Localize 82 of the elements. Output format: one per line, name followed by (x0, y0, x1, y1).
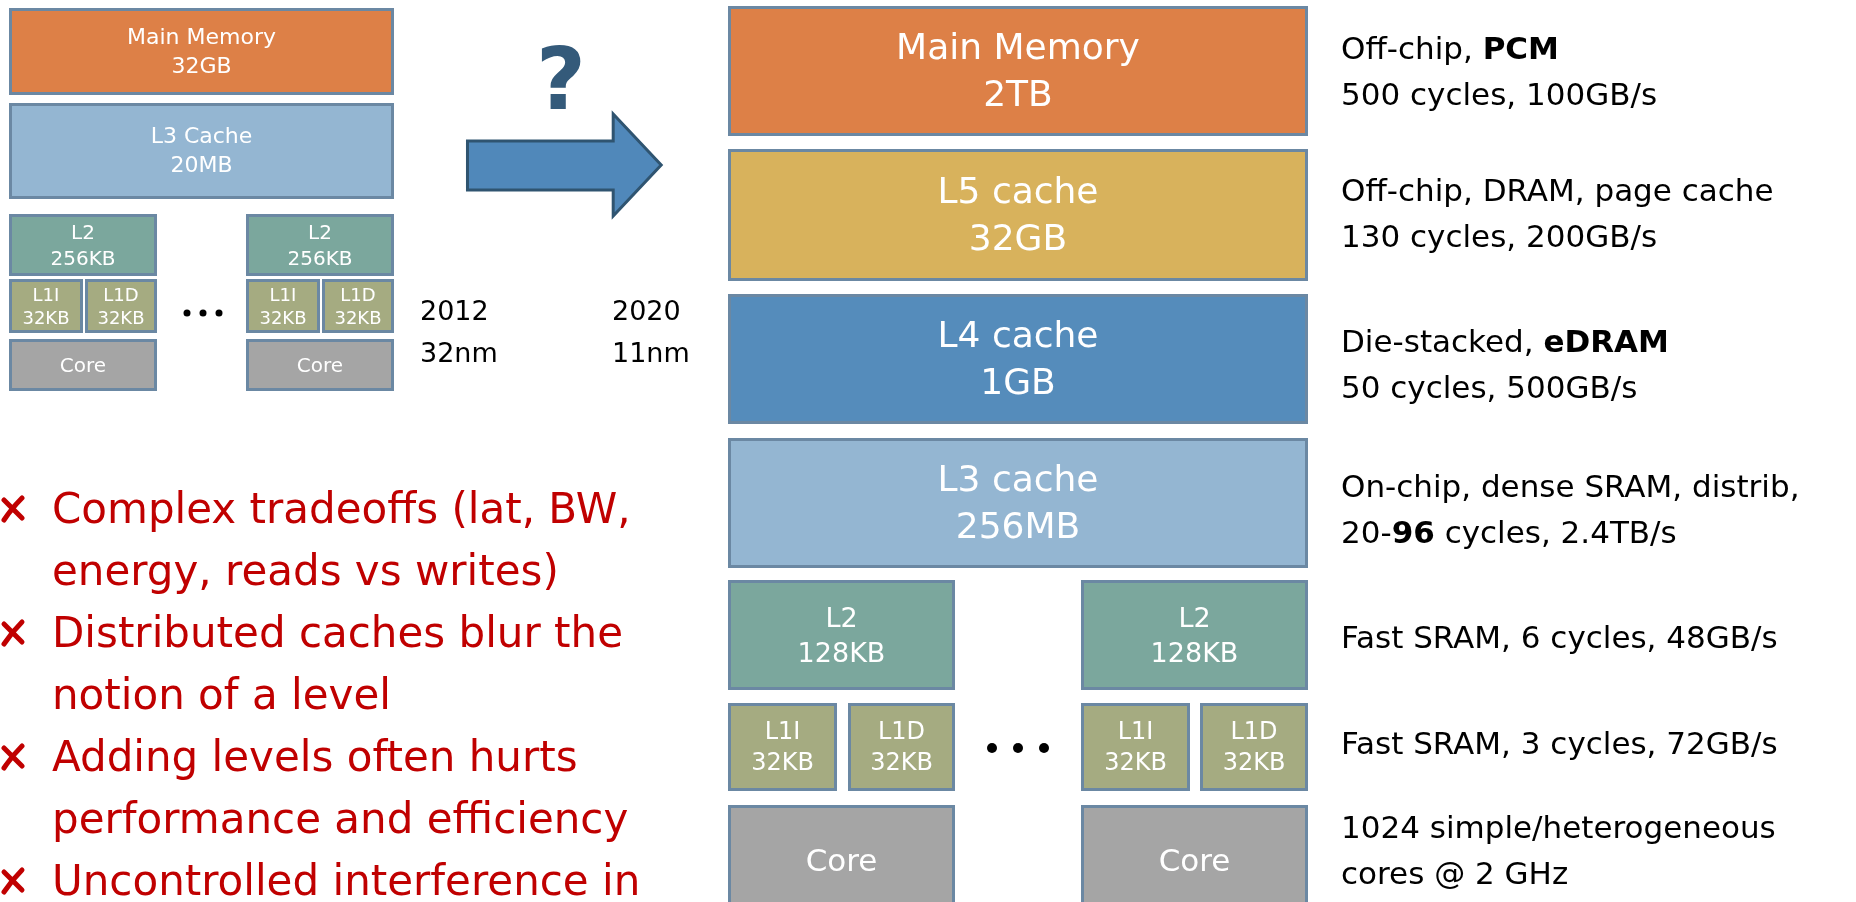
cache-box (1081, 580, 1308, 690)
spec-text: Die-stacked, eDRAM (1341, 321, 1669, 361)
spec-text: Fast SRAM, 6 cycles, 48GB/s (1341, 617, 1778, 657)
box-label: 32KB (97, 306, 145, 330)
spec-text: Fast SRAM, 3 cycles, 72GB/s (1341, 723, 1778, 763)
core-box (1081, 805, 1308, 902)
box-label: 32KB (22, 306, 70, 330)
box-label: L3 cache (937, 457, 1099, 502)
box-label: 32KB (870, 747, 933, 778)
box-label: L2 (1178, 600, 1211, 635)
cache-box (848, 703, 955, 791)
core-box (9, 339, 157, 391)
cache-box (728, 294, 1308, 424)
box-label: L4 cache (937, 313, 1099, 358)
box-label: 256MB (955, 504, 1081, 548)
memory-box (9, 8, 394, 95)
year-label: 2020 11nm (612, 294, 691, 370)
box-label: 256KB (50, 245, 116, 271)
cache-box (728, 703, 837, 791)
spec-text: 20-96 cycles, 2.4TB/s (1341, 513, 1678, 552)
box-label: L2 (308, 219, 332, 245)
box-label: 256KB (287, 245, 353, 271)
bullet-text: Complex tradeoffs (lat, BW, energy, reads vs writes) (52, 483, 632, 597)
cache-box (9, 103, 394, 199)
box-label: 32GB (968, 216, 1068, 260)
cache-box (9, 214, 157, 276)
cache-box (1200, 703, 1308, 791)
spec-text: 1024 simple/heterogeneous (1341, 807, 1776, 847)
bullet-text: Distributed caches blur the notion of a level (52, 607, 624, 721)
block-arrow (466, 110, 664, 220)
box-label: L3 Cache (150, 122, 253, 151)
core-box (246, 339, 394, 391)
box-label: L5 cache (937, 169, 1099, 214)
spec-text: Off-chip, PCM (1341, 28, 1560, 68)
cache-box (246, 214, 394, 276)
box-label: L1I (764, 715, 801, 747)
box-label: L2 (71, 219, 95, 245)
core-box (728, 805, 955, 902)
cache-box (728, 438, 1308, 568)
box-label: 32GB (171, 51, 232, 80)
box-label: Core (59, 352, 107, 378)
box-label: L1I (32, 282, 60, 306)
spec-text: On-chip, dense SRAM, distrib, (1341, 466, 1800, 506)
cache-box (728, 149, 1308, 281)
bullet-text: Adding levels often hurts performance and efficiency (52, 731, 630, 845)
box-label: L1D (340, 282, 376, 306)
year-label: 2012 32nm (420, 294, 499, 370)
spec-text: Off-chip, DRAM, page cache (1341, 170, 1774, 210)
box-label: 32KB (259, 306, 307, 330)
box-label: L1D (103, 282, 139, 306)
box-label: 128KB (1150, 636, 1239, 670)
box-label: 32KB (1104, 747, 1167, 778)
box-label: 128KB (797, 636, 886, 670)
box-label: L1I (269, 282, 297, 306)
memory-box (728, 6, 1308, 136)
spec-text: 130 cycles, 200GB/s (1341, 217, 1659, 256)
question-mark: ? (536, 36, 586, 122)
spec-text: cores @ 2 GHz (1341, 854, 1570, 893)
box-label: 1GB (980, 360, 1056, 404)
box-label: 32KB (334, 306, 382, 330)
bullet-text: Uncontrolled interference in (52, 855, 642, 902)
box-label: L2 (825, 600, 858, 635)
box-label: L1D (1230, 715, 1278, 747)
cache-box (9, 279, 83, 333)
box-label: 32KB (1222, 747, 1286, 778)
cache-box (322, 279, 394, 333)
box-label: Core (1158, 840, 1231, 880)
cache-box (1081, 703, 1190, 791)
box-label: L1I (1117, 715, 1154, 747)
cache-box (728, 580, 955, 690)
box-label: Core (296, 352, 344, 378)
box-label: Main Memory (896, 25, 1140, 70)
box-label: Main Memory (127, 22, 276, 51)
box-label: 32KB (751, 747, 814, 778)
cache-box (246, 279, 320, 333)
box-label: L1D (877, 715, 926, 747)
spec-text: 50 cycles, 500GB/s (1341, 368, 1639, 407)
box-label: 2TB (983, 72, 1053, 116)
cache-box (85, 279, 157, 333)
spec-text: 500 cycles, 100GB/s (1341, 75, 1658, 114)
box-label: Core (805, 840, 878, 880)
box-label: 20MB (170, 151, 233, 179)
